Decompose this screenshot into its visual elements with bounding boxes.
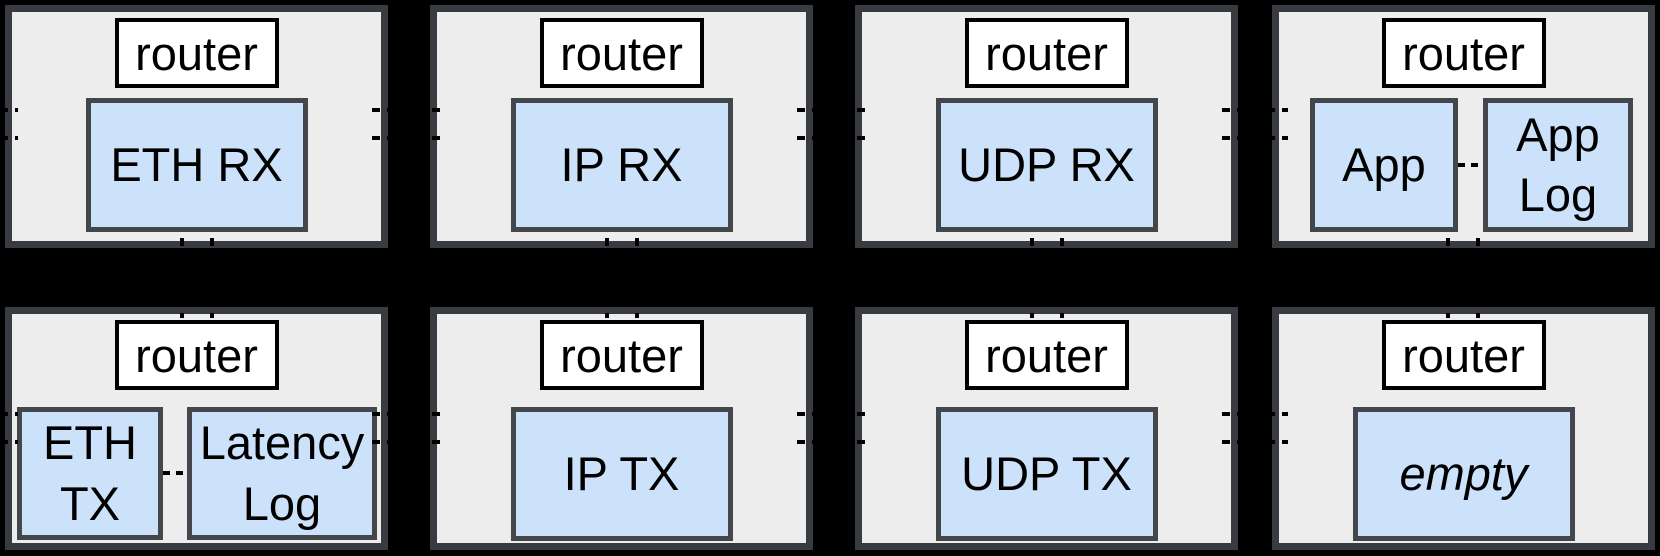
module-ip-tx: IP TX: [510, 407, 733, 541]
dashed-link-app-applog: [1458, 163, 1483, 167]
dashed-connector-h: [797, 108, 869, 112]
dashed-connector-h: [797, 440, 869, 444]
router-panel-ip-tx: router IP TX: [430, 307, 813, 550]
router-panel-ip-rx: router IP RX: [430, 5, 813, 248]
dashed-connector-stub: [0, 136, 18, 140]
module-label: App Log: [1516, 107, 1600, 221]
dashed-connector-v: [180, 238, 184, 318]
router-title: router: [560, 26, 683, 80]
dashed-connector-stub: [0, 412, 18, 416]
module-label: IP RX: [560, 137, 683, 191]
dashed-connector-stub: [0, 440, 18, 444]
dashed-connector-h: [372, 412, 444, 416]
module-label: IP TX: [563, 446, 680, 500]
dashed-connector-v: [1060, 238, 1064, 318]
module-label: UDP RX: [958, 137, 1135, 191]
router-title: router: [1402, 26, 1525, 80]
module-empty: empty: [1352, 407, 1575, 541]
module-eth-tx: ETH TX: [17, 407, 163, 540]
router-title-box: router: [1381, 18, 1546, 88]
module-label: UDP TX: [961, 446, 1132, 500]
module-label: ETH RX: [110, 137, 283, 191]
dashed-connector-h: [797, 412, 869, 416]
dashed-connector-v: [605, 238, 609, 318]
module-label: Latency Log: [199, 416, 365, 530]
router-title-box: router: [539, 18, 704, 88]
module-label: ETH TX: [43, 416, 137, 530]
router-panel-eth-rx: router ETH RX: [5, 5, 388, 248]
dashed-connector-h: [1222, 108, 1288, 112]
dashed-connector-h: [1222, 440, 1288, 444]
router-title-box: router: [964, 320, 1129, 390]
module-eth-rx: ETH RX: [85, 98, 308, 232]
module-udp-rx: UDP RX: [935, 98, 1158, 232]
router-title: router: [560, 328, 683, 382]
router-title-box: router: [1381, 320, 1546, 390]
router-panel-empty: router empty: [1272, 307, 1655, 550]
router-title: router: [985, 328, 1108, 382]
dashed-connector-h: [372, 440, 444, 444]
dashed-connector-h: [1222, 412, 1288, 416]
module-app-log: App Log: [1483, 98, 1633, 232]
dashed-connector-v: [210, 238, 214, 318]
dashed-connector-v: [1030, 238, 1034, 318]
module-udp-tx: UDP TX: [935, 407, 1158, 541]
router-panel-app: router App App Log: [1272, 5, 1655, 248]
dashed-connector-v: [1476, 238, 1480, 318]
router-title-box: router: [539, 320, 704, 390]
dashed-link-ethtx-latencylog: [163, 471, 187, 475]
dashed-connector-h: [372, 108, 444, 112]
router-panel-eth-tx: router ETH TX Latency Log: [5, 307, 388, 550]
module-latency-log: Latency Log: [187, 407, 377, 540]
dashed-connector-h: [797, 136, 869, 140]
router-title: router: [135, 26, 258, 80]
module-app: App: [1310, 98, 1458, 232]
router-title: router: [1402, 328, 1525, 382]
dashed-connector-v: [635, 238, 639, 318]
dashed-connector-stub: [0, 108, 18, 112]
router-panel-udp-tx: router UDP TX: [855, 307, 1238, 550]
dashed-connector-v: [1446, 238, 1450, 318]
router-title-box: router: [114, 18, 279, 88]
dashed-connector-h: [1222, 136, 1288, 140]
module-ip-rx: IP RX: [510, 98, 733, 232]
router-title: router: [135, 328, 258, 382]
module-label: App: [1342, 137, 1426, 191]
dashed-connector-h: [372, 136, 444, 140]
router-title-box: router: [964, 18, 1129, 88]
module-label: empty: [1399, 446, 1528, 500]
router-title-box: router: [114, 320, 279, 390]
router-title: router: [985, 26, 1108, 80]
router-panel-udp-rx: router UDP RX: [855, 5, 1238, 248]
